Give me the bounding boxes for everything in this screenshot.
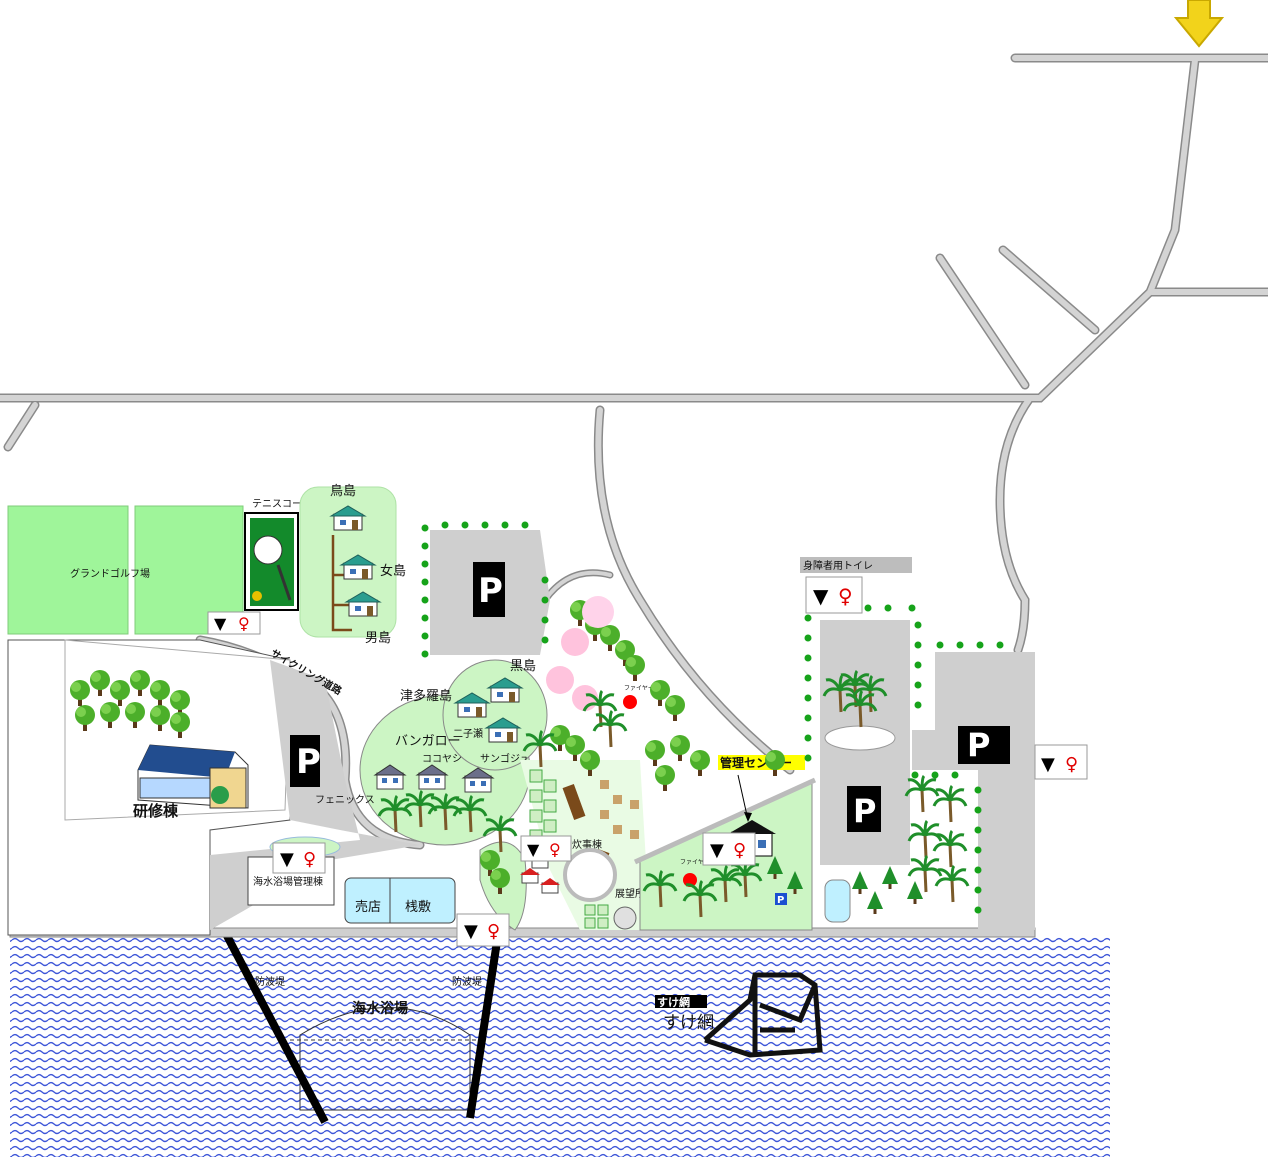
- svg-text:♀: ♀: [303, 849, 316, 870]
- destination-arrow-icon: [1173, 0, 1225, 48]
- shogai-toilet-label: 身障者用トイレ: [803, 559, 873, 572]
- svg-text:▼: ▼: [1041, 754, 1055, 775]
- tsutarajima-label: 津多羅島: [400, 688, 452, 704]
- toilet-icon-east: ▼ ♀: [1034, 744, 1088, 780]
- tenbosho-label: 展望所: [615, 887, 645, 900]
- campfire-north: [623, 695, 637, 709]
- parking-sign-east-1: [847, 786, 881, 832]
- breakwater-right: [466, 934, 502, 1119]
- toilet-icon-accessible: ▼ ♀: [805, 576, 863, 614]
- svg-text:♀: ♀: [238, 614, 250, 633]
- parking-label-east-2: P: [967, 726, 990, 764]
- mejima-label: 女島: [380, 563, 406, 579]
- bungalow-label: バンガロー: [395, 734, 461, 749]
- phoenix-label: フェニックス: [315, 794, 375, 806]
- fire-label-east: ファイヤー: [680, 859, 710, 866]
- cocoyashi-label: ココヤシ: [422, 754, 462, 765]
- toilet-icon-beach: ▼ ♀: [456, 913, 510, 947]
- svg-text:♀: ♀: [838, 584, 853, 608]
- road-network: [0, 53, 1268, 850]
- svg-text:♀: ♀: [733, 840, 746, 861]
- bohatei-left-label: 防波堤: [255, 975, 285, 988]
- swimming-area: [299, 1007, 471, 1111]
- toilet-icon-central: ▼ ♀: [520, 835, 572, 862]
- sukeami-tag-bg: [655, 995, 707, 1008]
- kenshu-label: 研修棟: [133, 802, 179, 820]
- svg-text:▼: ▼: [280, 849, 294, 870]
- svg-text:▼: ▼: [464, 921, 478, 942]
- sea: [10, 935, 1110, 1157]
- svg-text:▼: ▼: [710, 840, 724, 861]
- parking-label-west: P: [296, 742, 321, 782]
- sukeami-tag-label: すけ網: [657, 995, 690, 1009]
- kaisuiyokujo-label: 海水浴場: [352, 1000, 408, 1017]
- parking-label-east-1: P: [853, 792, 876, 830]
- toilet-icon-tennis: ▼ ♀: [207, 611, 261, 635]
- suisanto-label: 炊事棟: [572, 838, 602, 851]
- parking-lot-east-2: [912, 652, 1035, 930]
- kaisui-kanri-label: 海水浴場管理棟: [253, 875, 323, 888]
- baiten-label: 売店: [355, 899, 381, 915]
- parking-icon-small: P: [775, 893, 787, 906]
- torishima-label: 鳥島: [330, 484, 356, 499]
- toilet-icon-management: ▼ ♀: [272, 842, 326, 874]
- grand-golf-field-west: [7, 505, 129, 635]
- accessible-toilet-tag: [800, 557, 912, 573]
- plaza-circle: [563, 848, 617, 902]
- svg-text:P: P: [777, 895, 784, 906]
- futagose-label: 二子瀬: [453, 728, 483, 740]
- cherry-trees: [546, 596, 614, 711]
- parking-sign-north: [473, 562, 505, 617]
- toilet-icon-east-green: ▼ ♀: [702, 832, 756, 866]
- parking-sign-west: [290, 735, 320, 787]
- svg-text:♀: ♀: [487, 921, 500, 942]
- sukeami-net: [703, 972, 823, 1058]
- shop-area: [344, 877, 456, 924]
- pool-east: [824, 879, 851, 923]
- svg-text:▼: ▼: [214, 614, 227, 633]
- sajiki-label: 桟敷: [405, 900, 431, 915]
- kitchen-building-1: [562, 783, 586, 821]
- ojima-label: 男島: [365, 631, 391, 646]
- breakwater-left: [221, 930, 329, 1124]
- grand-golf-label: グランドゴルフ場: [70, 567, 150, 580]
- svg-text:♀: ♀: [1065, 754, 1078, 775]
- kuroshima-label: 黒島: [510, 659, 536, 674]
- svg-text:▼: ▼: [813, 584, 829, 608]
- parking-label-north: P: [478, 571, 503, 611]
- palm-island: [824, 725, 896, 751]
- sangoju-label: サンゴジュ: [480, 752, 529, 765]
- bohatei-right-label: 防波堤: [452, 975, 482, 988]
- tennis-label: テニスコート: [252, 499, 312, 510]
- svg-text:▼: ▼: [527, 840, 540, 859]
- sukeami-label: すけ網: [663, 1013, 714, 1033]
- svg-text:♀: ♀: [549, 840, 561, 859]
- fire-label-north: ファイヤー: [624, 685, 654, 692]
- parking-sign-east-2: [958, 726, 1010, 764]
- kenshu-building: [137, 744, 249, 809]
- observatory: [613, 906, 637, 930]
